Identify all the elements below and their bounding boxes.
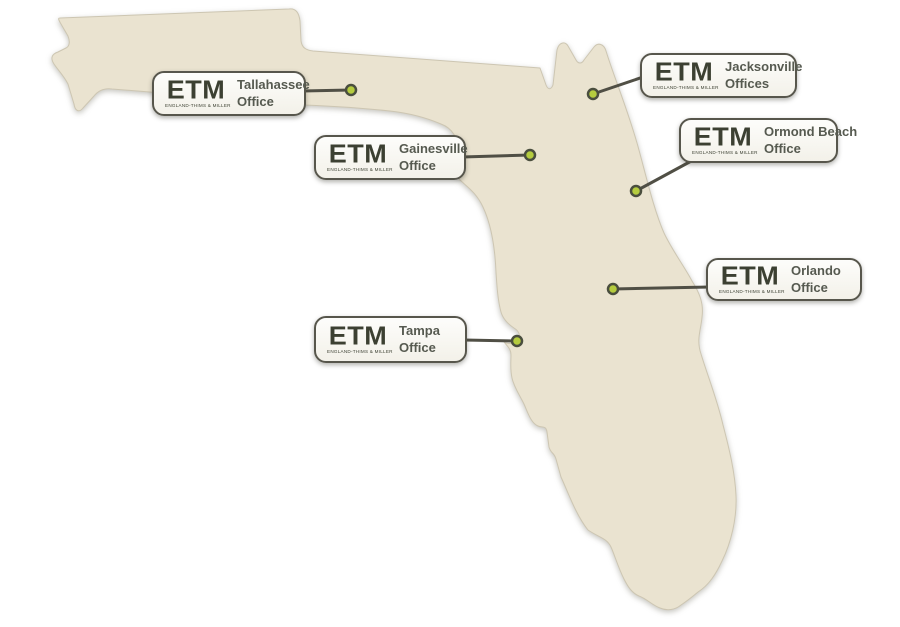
connector-line-orlando — [611, 285, 712, 291]
office-word: Offices — [725, 75, 770, 91]
office-label: Orlando Office — [791, 263, 841, 297]
office-marker-dot-tallahassee[interactable] — [344, 83, 358, 97]
etm-logo: ETM ENGLAND-THIMS & MILLER — [165, 75, 231, 109]
office-city: Tampa — [399, 322, 440, 338]
office-callout-tallahassee[interactable]: ETM ENGLAND-THIMS & MILLER Tallahassee O… — [152, 71, 310, 116]
etm-logo-tagline: ENGLAND-THIMS & MILLER — [719, 289, 785, 295]
office-label: Tallahassee Office — [237, 77, 310, 111]
office-city: Ormond Beach — [764, 123, 858, 139]
office-callout-jacksonville[interactable]: ETM ENGLAND-THIMS & MILLER Jacksonville … — [640, 53, 802, 98]
office-marker-dot-gainesville[interactable] — [523, 148, 537, 162]
etm-logo-text: ETM — [654, 57, 714, 87]
office-marker-dot-ormond-beach[interactable] — [629, 184, 643, 198]
etm-logo-text: ETM — [328, 139, 388, 169]
office-marker-dot-tampa[interactable] — [510, 334, 524, 348]
etm-logo-tagline: ENGLAND-THIMS & MILLER — [653, 85, 719, 91]
etm-logo-tagline: ENGLAND-THIMS & MILLER — [327, 167, 393, 173]
etm-logo: ETM ENGLAND-THIMS & MILLER — [327, 139, 393, 173]
office-word: Office — [791, 279, 828, 295]
office-city: Orlando — [791, 262, 841, 278]
connector-line-ormond-beach — [634, 157, 697, 193]
office-callout-tampa[interactable]: ETM ENGLAND-THIMS & MILLER Tampa Office — [314, 316, 467, 363]
office-word: Office — [399, 157, 436, 173]
office-label: Ormond Beach Office — [764, 124, 857, 158]
office-city: Gainesville — [399, 140, 468, 156]
office-word: Office — [399, 339, 436, 355]
office-city: Jacksonville — [725, 58, 803, 74]
office-callout-gainesville[interactable]: ETM ENGLAND-THIMS & MILLER Gainesville O… — [314, 135, 468, 180]
office-word: Office — [237, 93, 274, 109]
etm-logo-text: ETM — [166, 75, 226, 105]
connector-line-tampa — [462, 338, 519, 343]
etm-logo: ETM ENGLAND-THIMS & MILLER — [719, 261, 785, 295]
etm-logo-text: ETM — [693, 122, 753, 152]
etm-logo: ETM ENGLAND-THIMS & MILLER — [327, 321, 393, 355]
etm-logo-tagline: ENGLAND-THIMS & MILLER — [327, 349, 393, 355]
etm-logo-tagline: ENGLAND-THIMS & MILLER — [165, 103, 231, 109]
office-callout-orlando[interactable]: ETM ENGLAND-THIMS & MILLER Orlando Offic… — [706, 258, 862, 301]
office-city: Tallahassee — [237, 76, 310, 92]
office-word: Office — [764, 140, 801, 156]
connector-line-gainesville — [460, 153, 532, 159]
office-marker-dot-jacksonville[interactable] — [586, 87, 600, 101]
etm-logo: ETM ENGLAND-THIMS & MILLER — [653, 57, 719, 91]
office-label: Jacksonville Offices — [725, 59, 802, 93]
office-callout-ormond-beach[interactable]: ETM ENGLAND-THIMS & MILLER Ormond Beach … — [679, 118, 857, 163]
etm-logo-text: ETM — [328, 321, 388, 351]
office-marker-dot-orlando[interactable] — [606, 282, 620, 296]
office-label: Tampa Office — [399, 323, 440, 357]
etm-logo-text: ETM — [720, 261, 780, 291]
office-label: Gainesville Office — [399, 141, 468, 175]
etm-logo: ETM ENGLAND-THIMS & MILLER — [692, 122, 758, 156]
connector-line-tallahassee — [300, 88, 353, 93]
etm-logo-tagline: ENGLAND-THIMS & MILLER — [692, 150, 758, 156]
